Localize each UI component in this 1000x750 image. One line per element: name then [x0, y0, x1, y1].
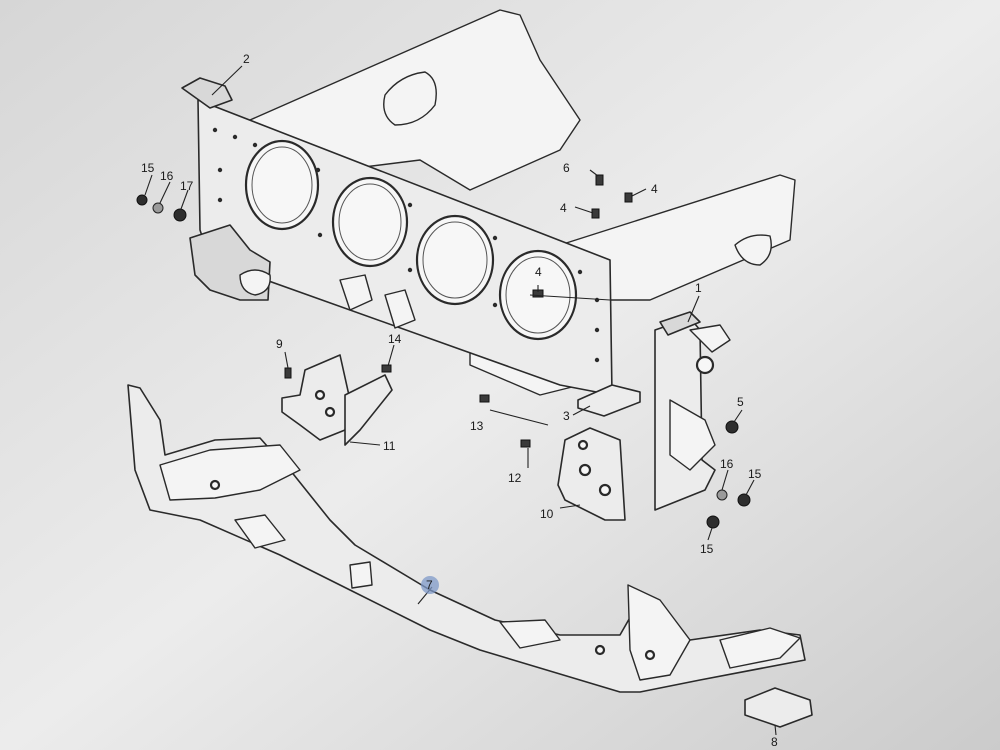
- label-part-15-left: 15: [141, 161, 155, 175]
- label-part-6: 6: [563, 161, 570, 175]
- washer-16-left: [152, 202, 164, 214]
- label-part-3: 3: [563, 409, 570, 423]
- lower-crossmember: [127, 384, 806, 693]
- bumper-pad: [744, 687, 813, 728]
- label-part-4-a: 4: [560, 201, 567, 215]
- base-plate: [577, 384, 641, 417]
- label-part-10: 10: [540, 507, 554, 521]
- label-part-5: 5: [737, 395, 744, 409]
- label-part-4-c: 4: [535, 265, 542, 279]
- label-part-15-lower: 15: [700, 542, 714, 556]
- label-part-8: 8: [771, 735, 778, 749]
- mount-bracket-11: [281, 354, 393, 446]
- part-7-highlight-marker: [421, 576, 439, 594]
- cross-member-rivets: [212, 127, 600, 363]
- label-part-16-left: 16: [160, 169, 174, 183]
- cross-member-opening-1: [244, 139, 320, 231]
- cross-member: [181, 77, 613, 396]
- nut-15-right: [737, 493, 751, 507]
- bolt-13: [479, 394, 490, 403]
- fasteners: [136, 174, 751, 529]
- cross-member-top-cap: [181, 77, 233, 109]
- bolt-12: [520, 439, 531, 448]
- label-part-15-right: 15: [748, 467, 762, 481]
- label-part-12: 12: [508, 471, 522, 485]
- label-part-11: 11: [383, 439, 396, 453]
- label-part-17: 17: [180, 179, 194, 193]
- bolt-4a: [591, 208, 600, 219]
- leader-lines: [144, 65, 777, 736]
- label-part-1: 1: [695, 281, 702, 295]
- label-part-9: 9: [276, 337, 283, 351]
- label-part-13: 13: [470, 419, 484, 433]
- label-part-16-right: 16: [720, 457, 734, 471]
- washer-16-right: [716, 489, 728, 501]
- label-part-4-b: 4: [651, 182, 658, 196]
- nut-5: [725, 420, 739, 434]
- nut-15-left: [136, 194, 148, 206]
- cross-member-opening-2: [331, 176, 409, 268]
- bolt-6: [595, 174, 604, 186]
- label-part-2: 2: [243, 52, 250, 66]
- bolt-4b: [624, 192, 633, 203]
- label-part-14: 14: [388, 332, 402, 346]
- mount-bracket-10: [557, 427, 626, 521]
- label-part-7: 7: [426, 578, 433, 592]
- cross-member-opening-3: [415, 214, 495, 306]
- part-labels: 2 15 16 17 6 4 4 4 1 3 5 13 12 10 11 14 …: [141, 52, 778, 749]
- bolt-9: [284, 367, 292, 379]
- spacer-17: [173, 208, 187, 222]
- nut-15-lower: [706, 515, 720, 529]
- bolt-14: [381, 364, 392, 373]
